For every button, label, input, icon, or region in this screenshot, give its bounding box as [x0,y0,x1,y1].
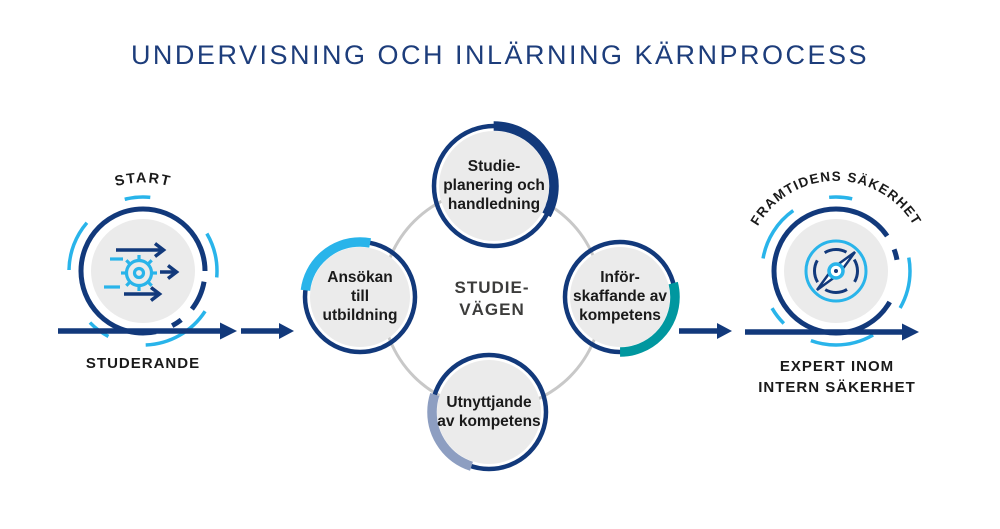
end-loop-arrow [745,323,919,341]
node-accent-arc [300,237,420,357]
expert-label: EXPERT INOM INTERN SÄKERHET [758,358,916,396]
flow-arrow-left [241,323,294,339]
node-accent-arc [429,121,559,251]
start-dashed-arc [67,195,219,347]
start-label: START [113,170,171,190]
gear-arrows-icon [104,242,180,302]
node-accent-arc [427,350,551,474]
end-dashed-arc [760,195,912,347]
flow-arrow-right [679,323,732,339]
process-node-inforskaffande [560,237,680,357]
start-stage-group: START [58,170,237,347]
process-node-studieplanering [429,121,559,251]
process-node-utnyttjande [427,350,551,474]
start-loop-arrow [58,322,237,340]
compass-icon [804,239,868,303]
svg-text:START: START [113,170,172,190]
study-path-center-label: STUDIE- VÄGEN [454,278,530,320]
node-label-utnyttjande: Utnyttjande av kompetens [437,394,541,430]
node-accent-arc [560,237,680,357]
end-stage-group: FRAMTIDENS SÄKERHET [745,169,923,347]
diagram-title: UNDERVISNING OCH INLÄRNING KÄRNPROCESS [130,40,870,70]
node-label-studieplanering: Studie- planering och handledning [443,158,545,213]
node-label-inforskaffande: Inför- skaffande av kompetens [573,269,667,324]
studerande-label: STUDERANDE [85,355,201,372]
node-label-ansokan: Ansökan till utbildning [322,269,398,324]
process-node-ansokan [300,237,420,357]
